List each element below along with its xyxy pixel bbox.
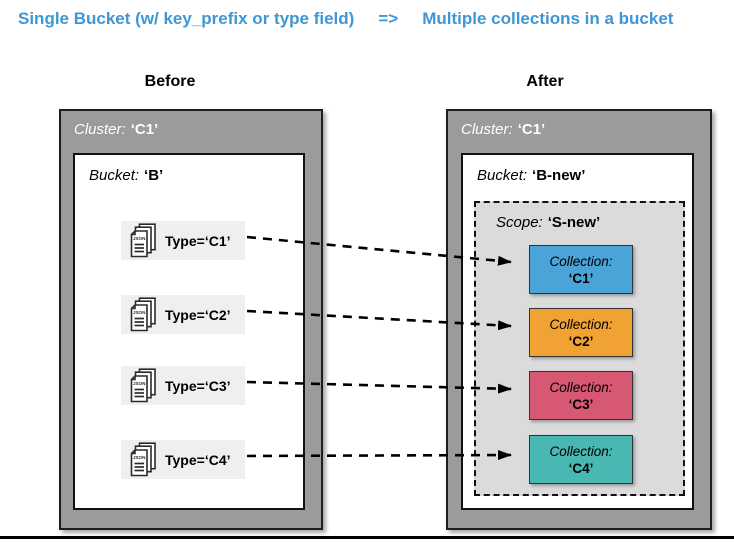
- svg-text:JSON: JSON: [133, 381, 146, 386]
- cluster-name-text: ‘C1’: [130, 121, 159, 138]
- scope-label: Scope:‘S-new’: [496, 214, 600, 231]
- after-bucket-box: Bucket:‘B-new’ Scope:‘S-new’ Collection:…: [461, 153, 694, 510]
- title-before-text: Single Bucket (w/ key_prefix or type fie…: [18, 9, 355, 28]
- after-bucket-label: Bucket:‘B-new’: [477, 167, 585, 184]
- svg-text:JSON: JSON: [133, 455, 146, 460]
- collection-box-c1: Collection: ‘C1’: [529, 245, 633, 294]
- before-cluster-box: Cluster:‘C1’ Bucket:‘B’ JSON: [59, 109, 323, 530]
- after-cluster-label: Cluster:‘C1’: [461, 121, 545, 138]
- scope-name-text: ‘S-new’: [547, 214, 601, 231]
- json-documents-icon: JSON: [130, 442, 156, 477]
- scope-box: Scope:‘S-new’ Collection: ‘C1’ Collectio…: [474, 201, 685, 496]
- bucket-name-text: ‘B’: [144, 167, 164, 184]
- after-heading: After: [526, 73, 564, 90]
- doc-type-label: Type=‘C1’: [165, 232, 231, 249]
- doc-row: JSON Type=‘C3’: [121, 366, 245, 405]
- collection-name: ‘C2’: [568, 333, 594, 349]
- collection-label: Collection:: [549, 379, 613, 395]
- collection-name: ‘C1’: [568, 270, 594, 286]
- page-title: Single Bucket (w/ key_prefix or type fie…: [18, 9, 673, 29]
- svg-text:JSON: JSON: [133, 310, 146, 315]
- doc-row: JSON Type=‘C1’: [121, 221, 245, 260]
- bucket-label-text: Bucket:: [89, 167, 140, 184]
- collection-box-c3: Collection: ‘C3’: [529, 371, 633, 420]
- title-transform-arrow: =>: [378, 9, 399, 28]
- collection-box-c4: Collection: ‘C4’: [529, 435, 633, 484]
- scope-label-text: Scope:: [496, 214, 543, 231]
- collection-name: ‘C3’: [568, 396, 594, 412]
- doc-type-label: Type=‘C4’: [165, 451, 231, 468]
- cluster-label-text: Cluster:: [74, 121, 126, 138]
- after-cluster-box: Cluster:‘C1’ Bucket:‘B-new’ Scope:‘S-new…: [446, 109, 712, 530]
- title-after-text: Multiple collections in a bucket: [422, 9, 674, 28]
- json-documents-icon: JSON: [130, 297, 156, 332]
- collection-label: Collection:: [549, 316, 613, 332]
- bottom-divider: [0, 536, 734, 539]
- before-bucket-box: Bucket:‘B’ JSON: [73, 153, 305, 510]
- doc-type-label: Type=‘C3’: [165, 377, 231, 394]
- before-heading: Before: [144, 73, 196, 90]
- doc-type-label: Type=‘C2’: [165, 306, 231, 323]
- cluster-label-text: Cluster:: [461, 121, 513, 138]
- before-bucket-label: Bucket:‘B’: [89, 167, 163, 184]
- svg-text:JSON: JSON: [133, 236, 146, 241]
- collection-name: ‘C4’: [568, 460, 594, 476]
- collection-label: Collection:: [549, 253, 613, 269]
- collection-label: Collection:: [549, 443, 613, 459]
- json-documents-icon: JSON: [130, 368, 156, 403]
- bucket-name-text: ‘B-new’: [532, 167, 586, 184]
- doc-row: JSON Type=‘C2’: [121, 295, 245, 334]
- collection-box-c2: Collection: ‘C2’: [529, 308, 633, 357]
- doc-row: JSON Type=‘C4’: [121, 440, 245, 479]
- before-cluster-label: Cluster:‘C1’: [74, 121, 158, 138]
- cluster-name-text: ‘C1’: [517, 121, 546, 138]
- bucket-label-text: Bucket:: [477, 167, 528, 184]
- json-documents-icon: JSON: [130, 223, 156, 258]
